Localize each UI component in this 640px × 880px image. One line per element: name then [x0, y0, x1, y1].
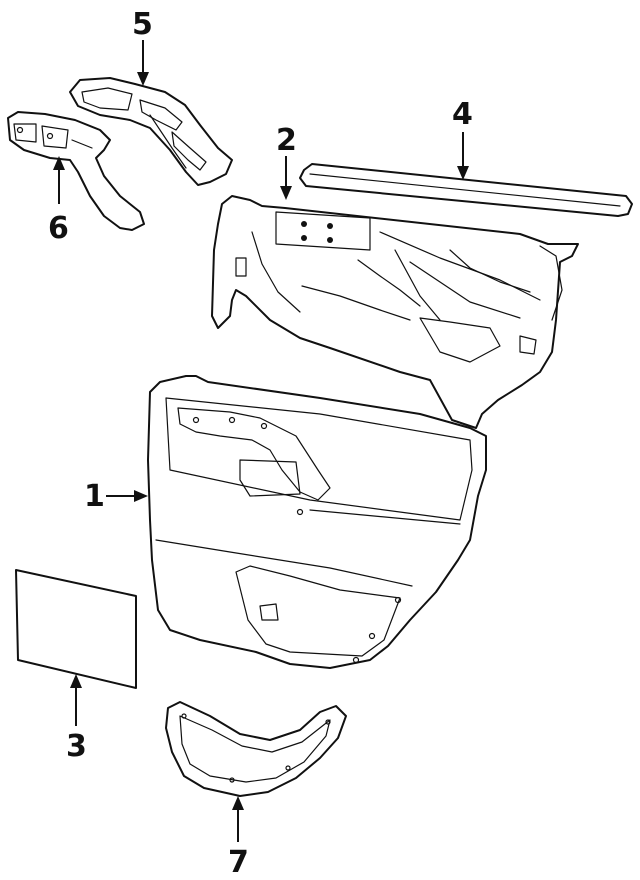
callout-5-number: 5	[132, 7, 153, 42]
callout-6: 6	[48, 156, 69, 246]
callout-3: 3	[66, 674, 87, 764]
part-3-watershield	[15, 569, 137, 689]
callout-7-number: 7	[228, 845, 249, 880]
callout-4-number: 4	[452, 97, 473, 132]
callout-2-number: 2	[276, 123, 297, 158]
callout-2: 2	[276, 123, 297, 200]
part-5-armrest-bracket	[69, 77, 233, 186]
part-6-armrest	[7, 111, 145, 231]
part-7-map-pocket-trim	[165, 701, 347, 797]
callout-1-number: 1	[84, 479, 105, 514]
part-1-door-trim-panel	[147, 375, 487, 669]
part-2-door-frame	[211, 195, 579, 429]
callout-1: 1	[84, 479, 148, 514]
callout-6-number: 6	[48, 211, 69, 246]
callout-7: 7	[228, 796, 249, 880]
callout-3-number: 3	[66, 729, 87, 764]
part-4-weatherstrip	[299, 163, 633, 217]
callout-4: 4	[452, 97, 473, 180]
callout-5: 5	[132, 7, 153, 86]
